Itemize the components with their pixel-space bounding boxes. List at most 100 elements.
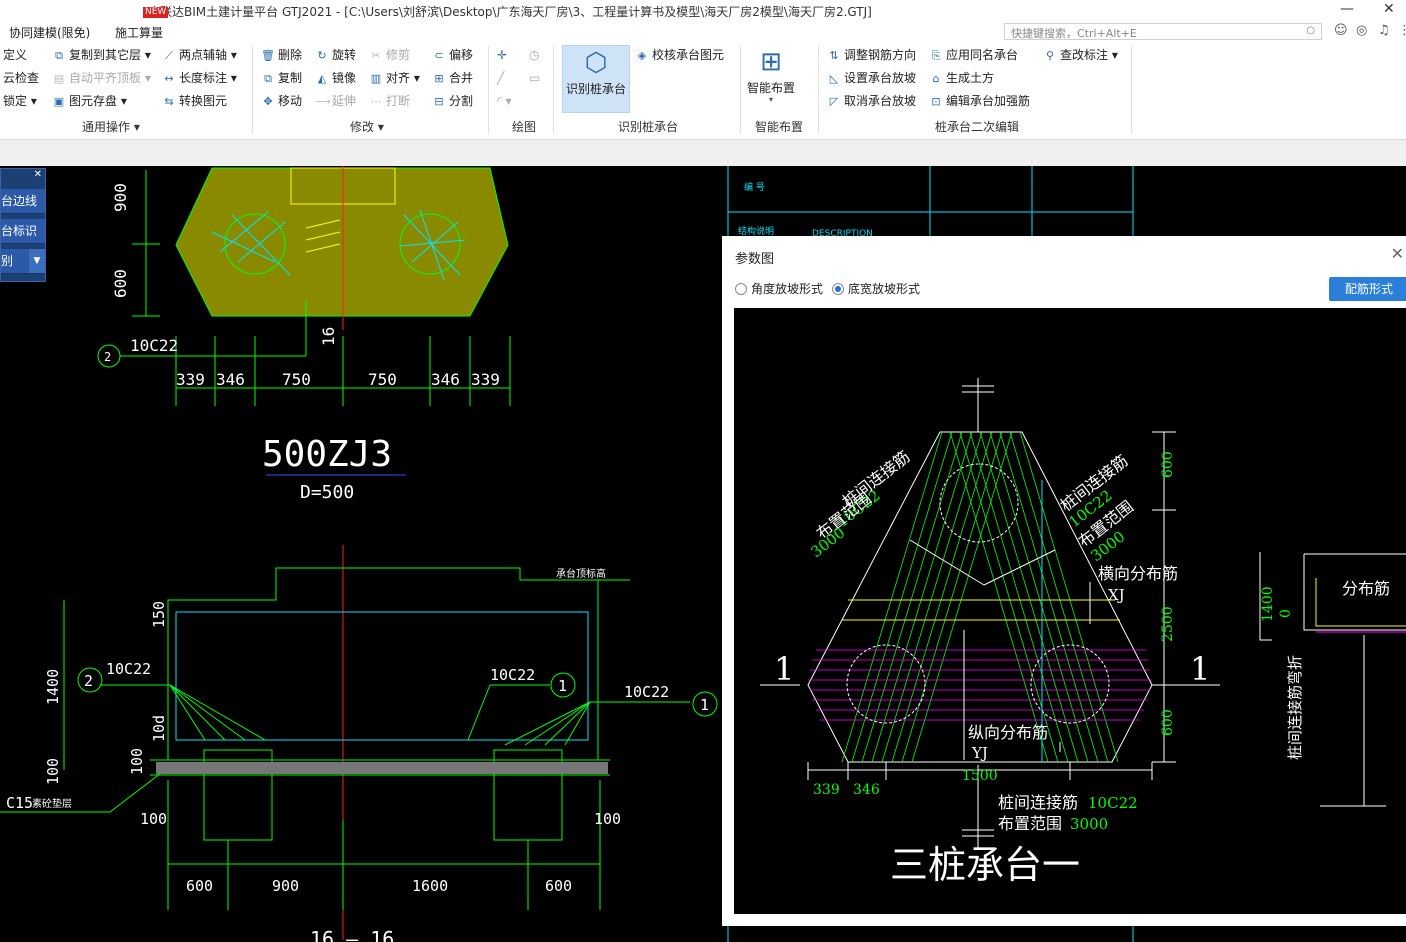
separator — [488, 46, 489, 134]
vdim-text: 10d — [150, 715, 168, 742]
rotate-icon: ↻ — [317, 49, 327, 62]
radio-width-slope[interactable]: 底宽放坡形式 — [832, 280, 920, 297]
smart-layout-button[interactable]: ⊞ 智能布置 ▾ — [744, 45, 798, 113]
recognize-dropdown-button[interactable]: 别▼ — [1, 249, 45, 274]
cap-title: 500ZJ3 — [262, 434, 392, 475]
save-element-button[interactable]: ▣图元存盘 ▾ — [52, 92, 127, 110]
trim-icon: ✂ — [371, 49, 381, 62]
pile-circle-left — [224, 213, 286, 275]
dims-text-top: 339 346 750 750 346 339 10C22 2 900 600 … — [104, 183, 500, 503]
separator — [818, 46, 819, 134]
close-icon[interactable]: ✕ — [33, 169, 42, 180]
copy-icon: ⧉ — [264, 72, 272, 85]
cad-canvas[interactable]: 339 346 750 750 346 339 10C22 2 900 600 … — [0, 166, 1406, 942]
line-draw-icon[interactable]: ╱ — [497, 71, 505, 85]
rotate-button[interactable]: ↻旋转 — [315, 46, 356, 64]
trim-button[interactable]: ✂修剪 — [369, 46, 410, 64]
user-icon[interactable]: ☺ — [1334, 23, 1348, 38]
table-header: DESCRIPTION — [812, 229, 873, 239]
pile-circle-top — [939, 463, 1019, 543]
rebar-hatch — [211, 209, 466, 281]
delete-button[interactable]: 🗑删除 — [261, 46, 302, 64]
dim-lines — [760, 378, 1406, 850]
magenta-rebar — [808, 649, 1152, 721]
convert-element-button[interactable]: ⇆转换图元 — [162, 92, 227, 110]
shortcut-search-input[interactable]: 快捷键搜索，Ctrl+Alt+E ○ — [1004, 23, 1322, 40]
menu-bar: 协同建模(限免) 施工算量 快捷键搜索，Ctrl+Alt+E ○ ☺ ◎ ♫ ⋮ — [0, 22, 1406, 42]
cancel-slope-icon: ◸ — [829, 95, 839, 108]
offset-button[interactable]: ⊂偏移 — [432, 46, 473, 64]
more-icon[interactable]: ⋮ — [1398, 23, 1406, 38]
center-rebar — [305, 219, 341, 253]
menu-construction[interactable]: 施工算量 — [115, 26, 164, 40]
cloud-check-button[interactable]: 云检查 — [3, 71, 40, 85]
edit-reinforce-label: 编辑承台加强筋 — [946, 94, 1031, 108]
minimize-icon[interactable]: — — [1340, 1, 1354, 17]
extend-button[interactable]: ⟶延伸 — [315, 92, 356, 110]
cap-edge-button[interactable]: 台边线 — [1, 189, 45, 214]
query-icon: ⚲ — [1045, 49, 1055, 62]
cap-tag-button[interactable]: 台标识 — [1, 219, 45, 244]
vdim-text: 16 — [319, 327, 338, 346]
rebar-form-button[interactable]: 配筋形式 — [1329, 277, 1406, 301]
group-modify[interactable]: 修改 ▾ — [350, 120, 384, 134]
edit-reinforce-button[interactable]: ⊡编辑承台加强筋 — [929, 92, 1030, 110]
rect-draw-icon[interactable]: ▭ — [529, 71, 541, 85]
arc-draw-icon[interactable]: ◜ ▾ — [497, 94, 512, 108]
recognize-pile-cap-button[interactable]: ⬡ 识别桩承台 — [562, 45, 630, 113]
break-button[interactable]: ⋯打断 — [369, 92, 411, 110]
group-general-ops[interactable]: 通用操作 ▾ — [82, 120, 140, 134]
define-button[interactable]: 定义 — [3, 48, 28, 62]
split-button[interactable]: ⊟分割 — [432, 92, 473, 110]
mirror-label: 镜像 — [332, 71, 357, 85]
two-point-axis-button[interactable]: ⟋两点辅轴 ▾ — [162, 46, 237, 64]
apply-icon: ⎘ — [931, 49, 941, 62]
delete-label: 删除 — [278, 48, 303, 62]
clock-draw-icon[interactable]: ◷ — [529, 48, 540, 62]
headset-icon[interactable]: ♫ — [1378, 23, 1390, 38]
section-text: 承台顶标高 150 1400 100 100 10d 10C22 10C22 1… — [6, 567, 709, 942]
align-button[interactable]: ▥对齐 ▾ — [369, 69, 420, 87]
notes-table — [727, 166, 1134, 942]
ribbon-toolbar: 定义 云检查 锁定 ▾ ⧉复制到其它层 ▾ ▤自动平齐顶板 ▾ ▣图元存盘 ▾ … — [0, 42, 1406, 140]
message-icon[interactable]: ◎ — [1356, 23, 1368, 38]
apply-same-name-label: 应用同名承台 — [946, 48, 1019, 62]
point-draw-icon[interactable]: ✛ — [497, 48, 508, 62]
group-draw: 绘图 — [512, 120, 537, 134]
auto-align-slab-button[interactable]: ▤自动平齐顶板 ▾ — [52, 69, 151, 87]
set-slope-button[interactable]: ◺设置承台放坡 — [827, 69, 916, 87]
copy-button[interactable]: ⧉复制 — [261, 69, 302, 87]
merge-label: 合并 — [449, 71, 474, 85]
adjust-rebar-dir-button[interactable]: ⇅调整钢筋方向 — [827, 46, 916, 64]
check-icon: ◈ — [637, 49, 647, 62]
radio-width-label: 底宽放坡形式 — [848, 282, 921, 296]
gen-earthwork-button[interactable]: ⌂生成土方 — [929, 69, 995, 87]
cancel-slope-label: 取消承台放坡 — [844, 94, 917, 108]
apply-same-name-button[interactable]: ⎘ 应用同名承台 — [929, 46, 1018, 64]
length-dim-button[interactable]: ↔长度标注 ▾ — [162, 69, 236, 87]
vdim-600-top: 600 — [1160, 451, 1176, 478]
gen-earthwork-label: 生成土方 — [946, 71, 995, 85]
mirror-button[interactable]: ◭镜像 — [315, 69, 356, 87]
move-button[interactable]: ✥移动 — [261, 92, 302, 110]
bottom-val: 10C22 — [1088, 794, 1138, 812]
rebar-dir-icon: ⇅ — [829, 49, 839, 62]
window-title: 广联达BIM土建计量平台 GTJ2021 - [C:\Users\刘舒滨\Des… — [148, 5, 872, 19]
lock-button[interactable]: 锁定 ▾ — [3, 94, 37, 108]
radio-angle-slope[interactable]: 角度放坡形式 — [735, 280, 823, 297]
separator — [553, 46, 554, 134]
ruler-icon: ↔ — [164, 72, 174, 85]
merge-button[interactable]: ⊞合并 — [432, 69, 473, 87]
menu-collab[interactable]: 协同建模(限免) — [9, 26, 91, 40]
close-icon[interactable]: ✕ — [1390, 244, 1404, 263]
copy-to-floor-button[interactable]: ⧉复制到其它层 ▾ — [52, 46, 151, 64]
dropdown-arrow-icon: ▼ — [29, 249, 45, 273]
c15-note: 素砼垫层 — [32, 797, 72, 810]
dim-text: 100 — [594, 810, 621, 828]
cancel-slope-button[interactable]: ◸ 取消承台放坡 — [827, 92, 916, 110]
bottom-range-val: 3000 — [1070, 815, 1108, 833]
check-pile-cap-button[interactable]: ◈校核承台图元 — [635, 46, 724, 64]
query-annotation-button[interactable]: ⚲查改标注 ▾ — [1043, 46, 1118, 64]
close-icon[interactable]: ✕ — [1383, 1, 1395, 17]
